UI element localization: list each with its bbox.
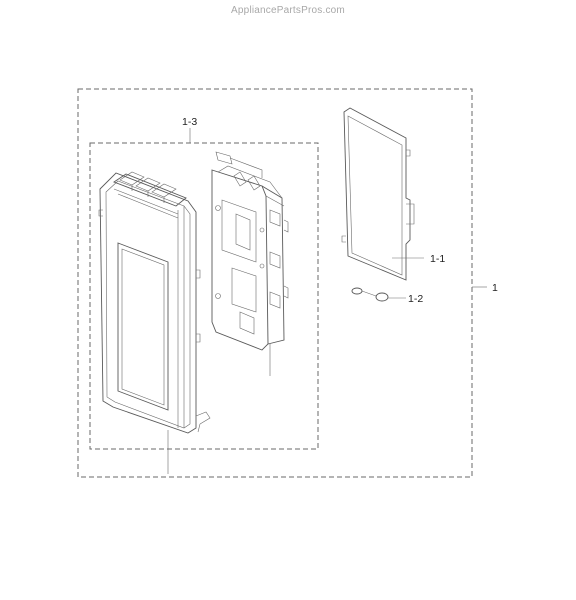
callout-label-1: 1 (492, 282, 498, 294)
door-latch-bracket-part (211, 151, 289, 351)
door-subassembly-boundary (89, 142, 319, 450)
site-watermark: AppliancePartsPros.com (231, 5, 345, 16)
callout-label-1-2: 1-2 (408, 293, 423, 305)
clip-part (351, 287, 389, 302)
choke-cover-panel-part (341, 107, 415, 281)
callout-label-1-3: 1-3 (182, 116, 197, 128)
callout-label-1-1: 1-1 (430, 253, 445, 265)
door-frame-part (98, 171, 211, 434)
assembly-boundary (77, 88, 473, 478)
